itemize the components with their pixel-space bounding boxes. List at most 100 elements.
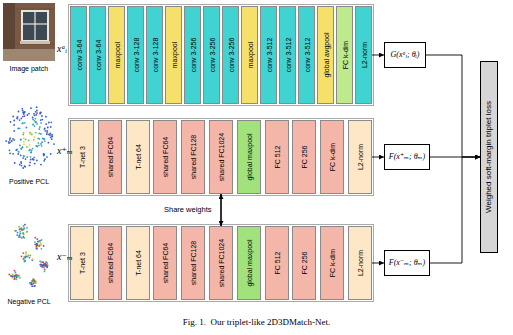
cloud-point [25, 253, 27, 255]
cloud-point [38, 133, 40, 135]
cloud-point [43, 138, 45, 140]
cloud-point [21, 227, 23, 229]
cloud-point [40, 244, 42, 246]
cloud-point [28, 150, 30, 152]
cloud-point [13, 275, 15, 277]
cloud-point [19, 127, 21, 129]
cloud-point [24, 166, 26, 168]
layer-block: T-net 3 [70, 226, 94, 300]
layer-block: shared FC64 [153, 226, 177, 300]
cloud-point [35, 122, 37, 124]
cloud-point [45, 130, 47, 132]
cloud-point [21, 229, 23, 231]
cloud-point [33, 279, 35, 281]
cloud-point [11, 276, 13, 278]
block-label: shared FC64 [162, 243, 169, 283]
cloud-point [23, 233, 25, 235]
input-caption: Positive PCL [9, 178, 49, 185]
cloud-point [39, 264, 41, 266]
layer-block: shared FC64 [153, 120, 177, 194]
cloud-point [34, 120, 36, 122]
block-label: conv 3-256 [208, 38, 215, 73]
block-label: FC 256 [301, 146, 308, 169]
cloud-point [24, 257, 26, 259]
cloud-point [35, 114, 37, 116]
cloud-point [25, 138, 27, 140]
cloud-point [22, 232, 24, 234]
input-caption: Image patch [10, 65, 49, 72]
cloud-point [51, 138, 53, 140]
cloud-point [9, 152, 11, 154]
cloud-point [16, 279, 18, 281]
input-symbol: xᵃᵢ [57, 44, 67, 54]
cloud-point [18, 276, 20, 278]
cloud-point [33, 139, 35, 141]
cloud-point [44, 127, 46, 129]
output-box: G(xᵃᵢ; θᵢ) [384, 42, 426, 68]
cloud-point [46, 156, 48, 158]
cloud-point [33, 159, 35, 161]
cloud-point [32, 258, 34, 260]
cloud-point [36, 244, 38, 246]
cloud-point [31, 150, 33, 152]
cloud-point [35, 121, 37, 123]
cloud-point [40, 122, 42, 124]
cloud-point [19, 145, 21, 147]
cloud-point [20, 139, 22, 141]
cloud-point [33, 280, 35, 282]
cloud-point [29, 149, 31, 151]
block-label: L2-norm [360, 42, 367, 68]
cloud-point [32, 124, 34, 126]
cloud-point [14, 162, 16, 164]
cloud-point [32, 280, 34, 282]
cloud-point [41, 248, 43, 250]
cloud-point [19, 233, 21, 235]
layer-block: L2-norm [348, 120, 372, 194]
cloud-point [45, 116, 47, 118]
cloud-point [32, 283, 34, 285]
cloud-point [34, 285, 36, 287]
cloud-point [16, 275, 18, 277]
cloud-point [46, 266, 48, 268]
cloud-point [45, 265, 47, 267]
cloud-point [42, 261, 44, 263]
block-label: conv 3-64 [94, 40, 101, 71]
cloud-point [26, 231, 28, 233]
block-label: conv 3-64 [75, 40, 82, 71]
cloud-point [22, 116, 24, 118]
block-label: maxpool [113, 42, 120, 68]
layer-block: T-net 64 [126, 120, 150, 194]
cloud-point [24, 115, 26, 117]
cloud-point [17, 275, 19, 277]
cloud-point [50, 121, 52, 123]
cloud-point [28, 140, 30, 142]
cloud-point [36, 243, 38, 245]
output-label: G(xᵃᵢ; θᵢ) [391, 51, 420, 59]
layer-block: shared FC64 [98, 226, 122, 300]
layer-block: FC 256 [292, 120, 316, 194]
cloud-point [18, 236, 20, 238]
cloud-point [41, 141, 43, 143]
cloud-point [22, 134, 24, 136]
cloud-point [43, 245, 45, 247]
block-label: shared FC64 [106, 137, 113, 177]
cloud-point [43, 160, 45, 162]
cloud-point [9, 149, 11, 151]
cloud-point [45, 261, 47, 263]
cloud-point [16, 149, 18, 151]
cloud-point [34, 136, 36, 138]
cloud-point [36, 112, 38, 114]
cloud-point [20, 227, 22, 229]
cloud-point [21, 165, 23, 167]
cloud-point [17, 232, 19, 234]
cloud-point [30, 151, 32, 153]
layer-block: T-net 3 [70, 120, 94, 194]
cloud-point [20, 162, 22, 164]
block-label: FC 256 [301, 252, 308, 275]
cloud-point [35, 132, 37, 134]
input-caption: Negative PCL [8, 298, 51, 305]
cloud-point [43, 264, 45, 266]
cloud-point [15, 275, 17, 277]
flow-arrow [372, 157, 384, 158]
cloud-point [33, 282, 35, 284]
